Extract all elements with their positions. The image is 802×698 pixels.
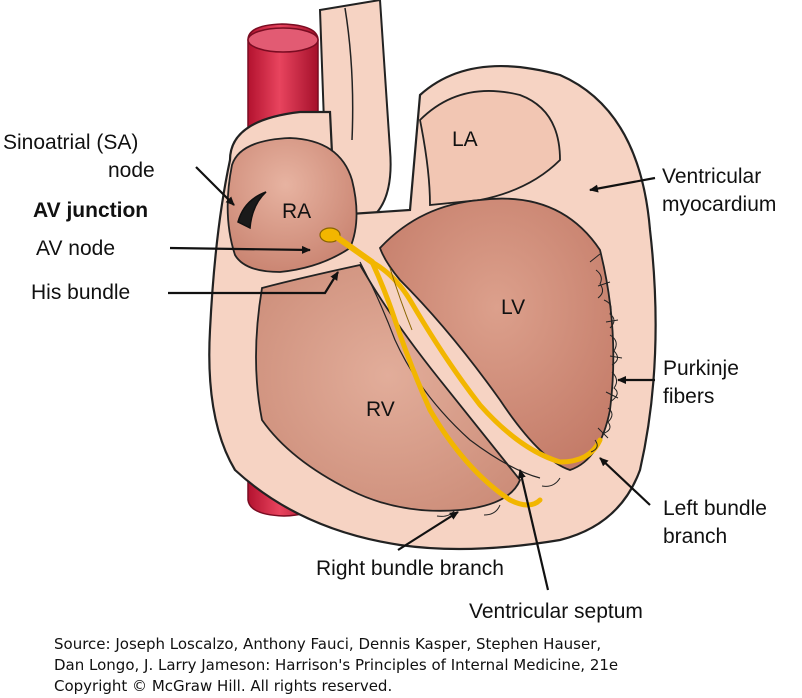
leader-lines [168, 166, 656, 591]
left-bundle-branch-path [369, 259, 603, 465]
label-left-bundle-line2: branch [663, 525, 728, 548]
left-bundle-arrow [599, 457, 651, 506]
label-la: LA [452, 128, 478, 151]
label-lv: LV [501, 296, 526, 319]
av-node [319, 227, 341, 243]
ventricular-septum-arrow [517, 469, 550, 591]
label-ra: RA [282, 200, 312, 223]
source-line-3: Copyright © McGraw Hill. All rights rese… [54, 677, 393, 695]
label-right-bundle-branch: Right bundle branch [316, 557, 504, 580]
conduction-system [319, 227, 603, 508]
his-bundle-arrow [168, 271, 339, 295]
label-left-bundle-line1: Left bundle [663, 497, 767, 520]
label-av-node: AV node [36, 237, 116, 260]
ventricular-myocardium-arrow [589, 176, 656, 193]
source-citation: Source: Joseph Loscalzo, Anthony Fauci, … [54, 634, 794, 697]
label-sa-node-line1: Sinoatrial (SA) [3, 131, 139, 154]
left-atrium [419, 90, 561, 206]
purkinje-fibers [436, 253, 623, 517]
label-av-junction: AV junction [33, 199, 149, 222]
sa-node-arrow [195, 166, 235, 206]
left-ventricle [378, 197, 615, 471]
sa-node [237, 191, 267, 230]
label-sa-node-line2: node [108, 159, 155, 182]
source-line-2: Dan Longo, J. Larry Jameson: Harrison's … [54, 656, 619, 674]
label-ventricular-myocardium-line2: myocardium [662, 193, 777, 216]
label-his-bundle: His bundle [31, 281, 131, 304]
right-bundle-arrow [397, 511, 459, 551]
label-purkinje-line2: fibers [663, 385, 715, 408]
label-rv: RV [366, 398, 395, 421]
label-purkinje-line1: Purkinje [663, 357, 739, 380]
right-bundle-branch-path [369, 259, 543, 508]
his-bundle-path [335, 235, 375, 265]
av-node-arrow [169, 245, 311, 254]
label-ventricular-myocardium-line1: Ventricular [662, 165, 762, 188]
label-ventricular-septum: Ventricular septum [469, 600, 643, 623]
source-line-1: Source: Joseph Loscalzo, Anthony Fauci, … [54, 635, 602, 653]
